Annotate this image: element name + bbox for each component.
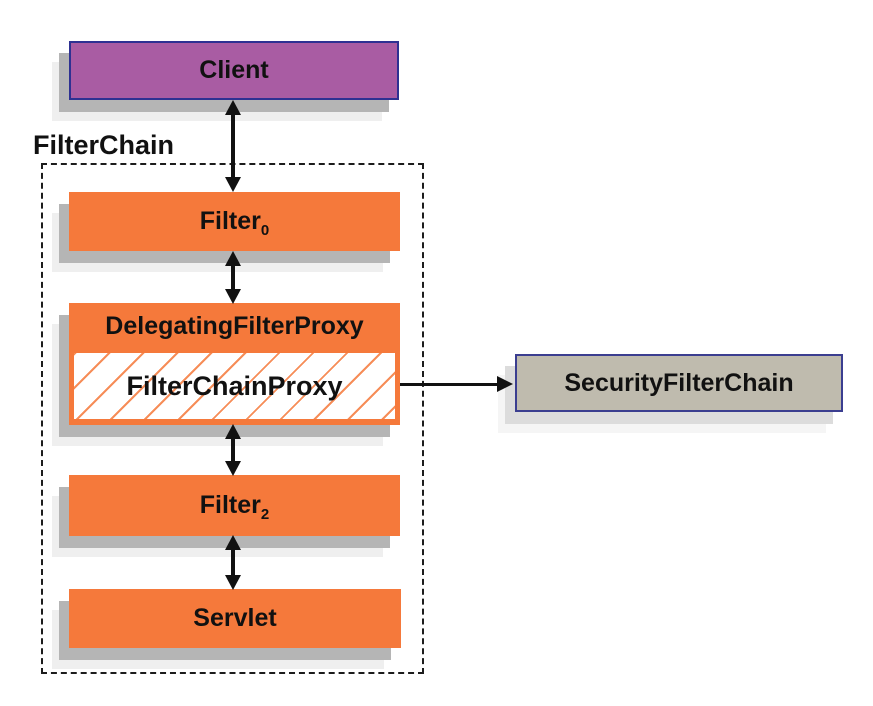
arrow-filter2-servlet [224,535,242,590]
filter2-label: Filter2 [199,491,270,523]
filter0-node: Filter0 [69,192,400,251]
client-node: Client [69,41,399,100]
arrowhead-down-icon [225,289,241,304]
security-filter-chain-label: SecurityFilterChain [564,368,794,397]
servlet-label: Servlet [193,604,277,632]
arrow-client-filter0 [224,100,242,192]
arrow-filter0-delegating [224,251,242,304]
arrowhead-up-icon [225,424,241,439]
arrowhead-down-icon [225,575,241,590]
arrowhead-down-icon [225,177,241,192]
client-label: Client [199,56,269,84]
filterchain-boundary-label: FilterChain [33,130,175,160]
filter0-label: Filter0 [199,207,270,239]
delegating-filter-proxy-node: DelegatingFilterProxy FilterChainProxy [69,303,400,425]
filter-chain-proxy-node: FilterChainProxy [74,353,395,419]
delegating-filter-proxy-label: DelegatingFilterProxy [105,312,364,340]
filter-chain-proxy-label: FilterChainProxy [126,370,343,401]
arrowhead-up-icon [225,100,241,115]
arrowhead-down-icon [225,461,241,476]
arrowhead-up-icon [225,535,241,550]
filter2-subscript: 2 [260,506,270,523]
filter2-node: Filter2 [69,475,400,536]
arrowhead-right-icon [497,376,513,392]
filter0-subscript: 0 [260,222,270,239]
security-filter-chain-node: SecurityFilterChain [515,354,843,412]
arrow-delegating-filter2 [224,424,242,476]
servlet-node: Servlet [69,589,401,648]
arrowhead-up-icon [225,251,241,266]
arrow-fcp-securityfilterchain [400,376,513,393]
